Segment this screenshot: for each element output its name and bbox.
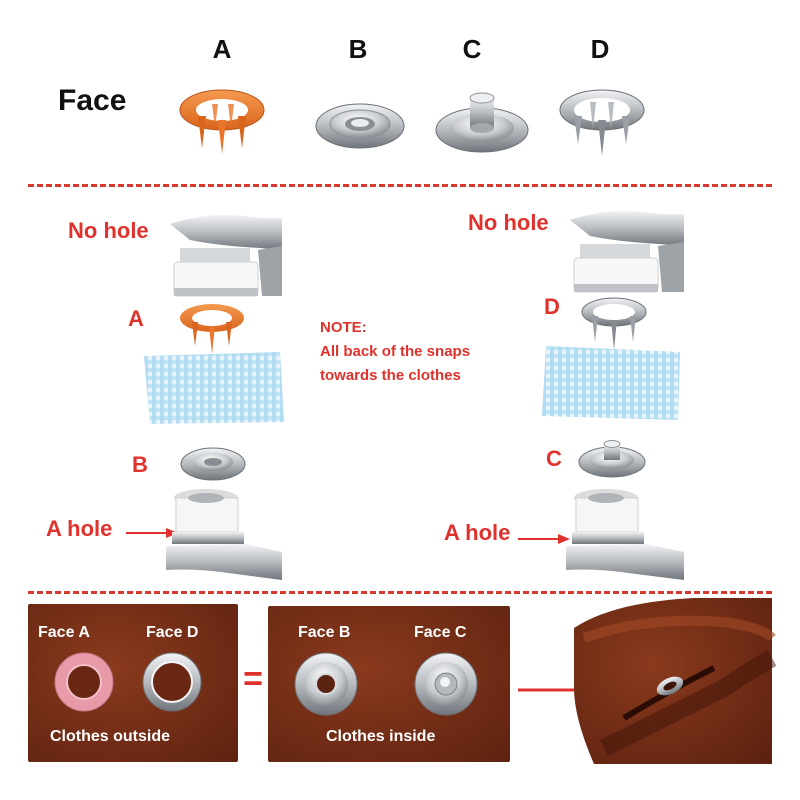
letter-b: B xyxy=(348,34,368,64)
left-part1-label: A xyxy=(128,306,144,331)
clothes-inside-caption: Clothes inside xyxy=(326,728,436,745)
snap-c-stud xyxy=(435,92,529,153)
clothes-outside-panel: Face A Face D Clothes outside xyxy=(28,604,238,762)
silver-ring-face-d xyxy=(142,652,202,712)
right-no-hole-label: No hole xyxy=(468,210,549,235)
letter-d: D xyxy=(590,34,610,64)
right-press-top-die xyxy=(570,211,684,293)
left-socket-b xyxy=(180,447,246,481)
right-press-bottom-die xyxy=(566,489,684,580)
face-d-label: Face D xyxy=(146,624,199,641)
face-a-label: Face A xyxy=(38,624,90,641)
left-prong-ring-a xyxy=(180,304,244,354)
garment-closeup-photo xyxy=(574,598,777,764)
right-arrow xyxy=(518,534,570,544)
note-line-2: towards the clothes xyxy=(320,367,461,384)
note-line-1: All back of the snaps xyxy=(320,343,471,360)
left-press-bottom-die xyxy=(166,489,282,580)
pink-ring-face-a xyxy=(54,652,114,712)
left-part2-label: B xyxy=(132,452,148,477)
divider-top xyxy=(28,184,772,187)
note-block: NOTE: All back of the snaps towards the … xyxy=(320,316,470,388)
snap-b-socket xyxy=(315,103,405,149)
left-a-hole-label: A hole xyxy=(46,516,113,541)
left-no-hole-label: No hole xyxy=(68,218,149,243)
right-a-hole-label: A hole xyxy=(444,520,511,545)
right-gingham-fabric xyxy=(542,346,680,420)
divider-bottom xyxy=(28,591,772,594)
right-part1-label: D xyxy=(544,294,560,319)
face-label: Face xyxy=(58,84,127,117)
right-stud-c xyxy=(578,440,646,478)
letter-c: C xyxy=(462,34,482,64)
right-prong-ring-d xyxy=(581,297,647,350)
clothes-inside-panel: Face B Face C Clothes inside xyxy=(268,606,510,762)
stud-face-c xyxy=(414,652,478,716)
note-title: NOTE: xyxy=(320,319,367,336)
snap-a-prong-ring xyxy=(179,89,265,154)
snap-d-prong-ring xyxy=(559,89,645,156)
face-c-label: Face C xyxy=(414,624,467,641)
letter-a: A xyxy=(212,34,232,64)
clothes-outside-caption: Clothes outside xyxy=(50,728,171,745)
socket-face-b xyxy=(294,652,358,716)
right-part2-label: C xyxy=(546,446,562,471)
left-gingham-fabric xyxy=(144,352,284,424)
equals-sign: = xyxy=(243,660,263,698)
face-b-label: Face B xyxy=(298,624,351,641)
left-press-top-die xyxy=(170,215,282,297)
